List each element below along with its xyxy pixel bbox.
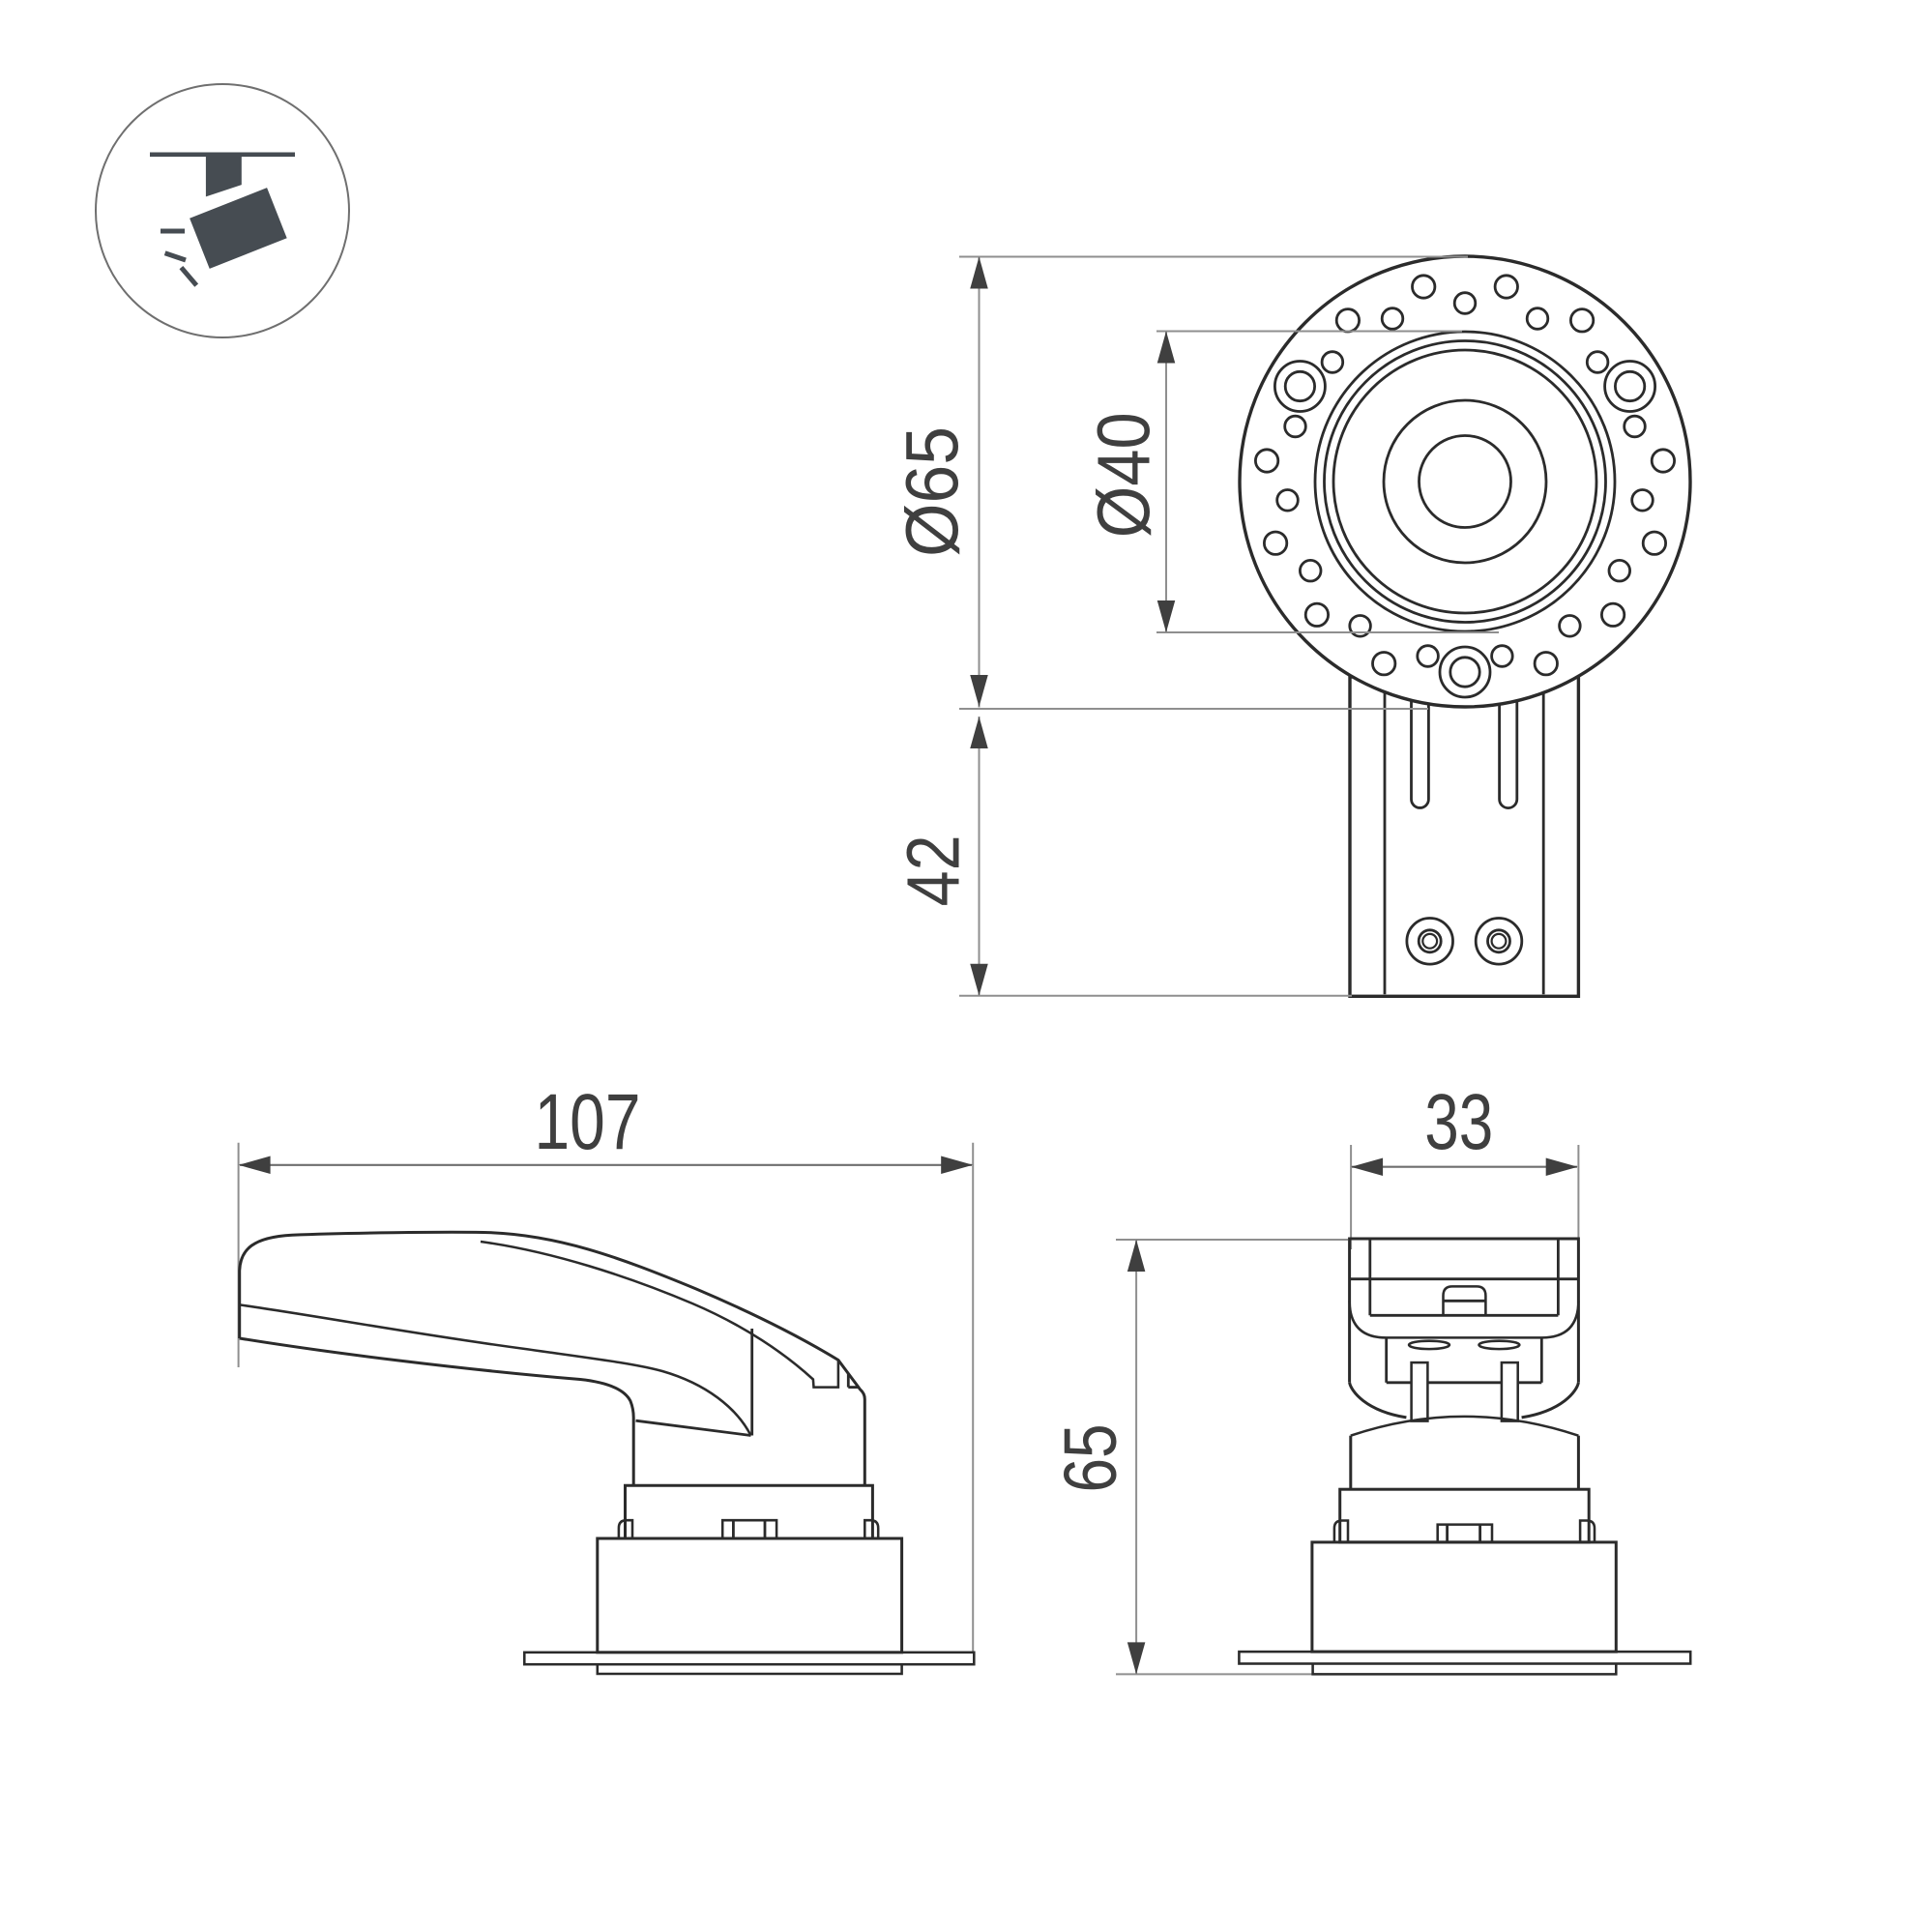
svg-text:65: 65 — [1049, 1424, 1132, 1493]
svg-text:Ø40: Ø40 — [1083, 412, 1166, 538]
svg-text:107: 107 — [535, 1078, 641, 1166]
svg-text:Ø65: Ø65 — [892, 426, 975, 557]
svg-text:42: 42 — [893, 834, 976, 906]
svg-text:33: 33 — [1424, 1078, 1493, 1166]
